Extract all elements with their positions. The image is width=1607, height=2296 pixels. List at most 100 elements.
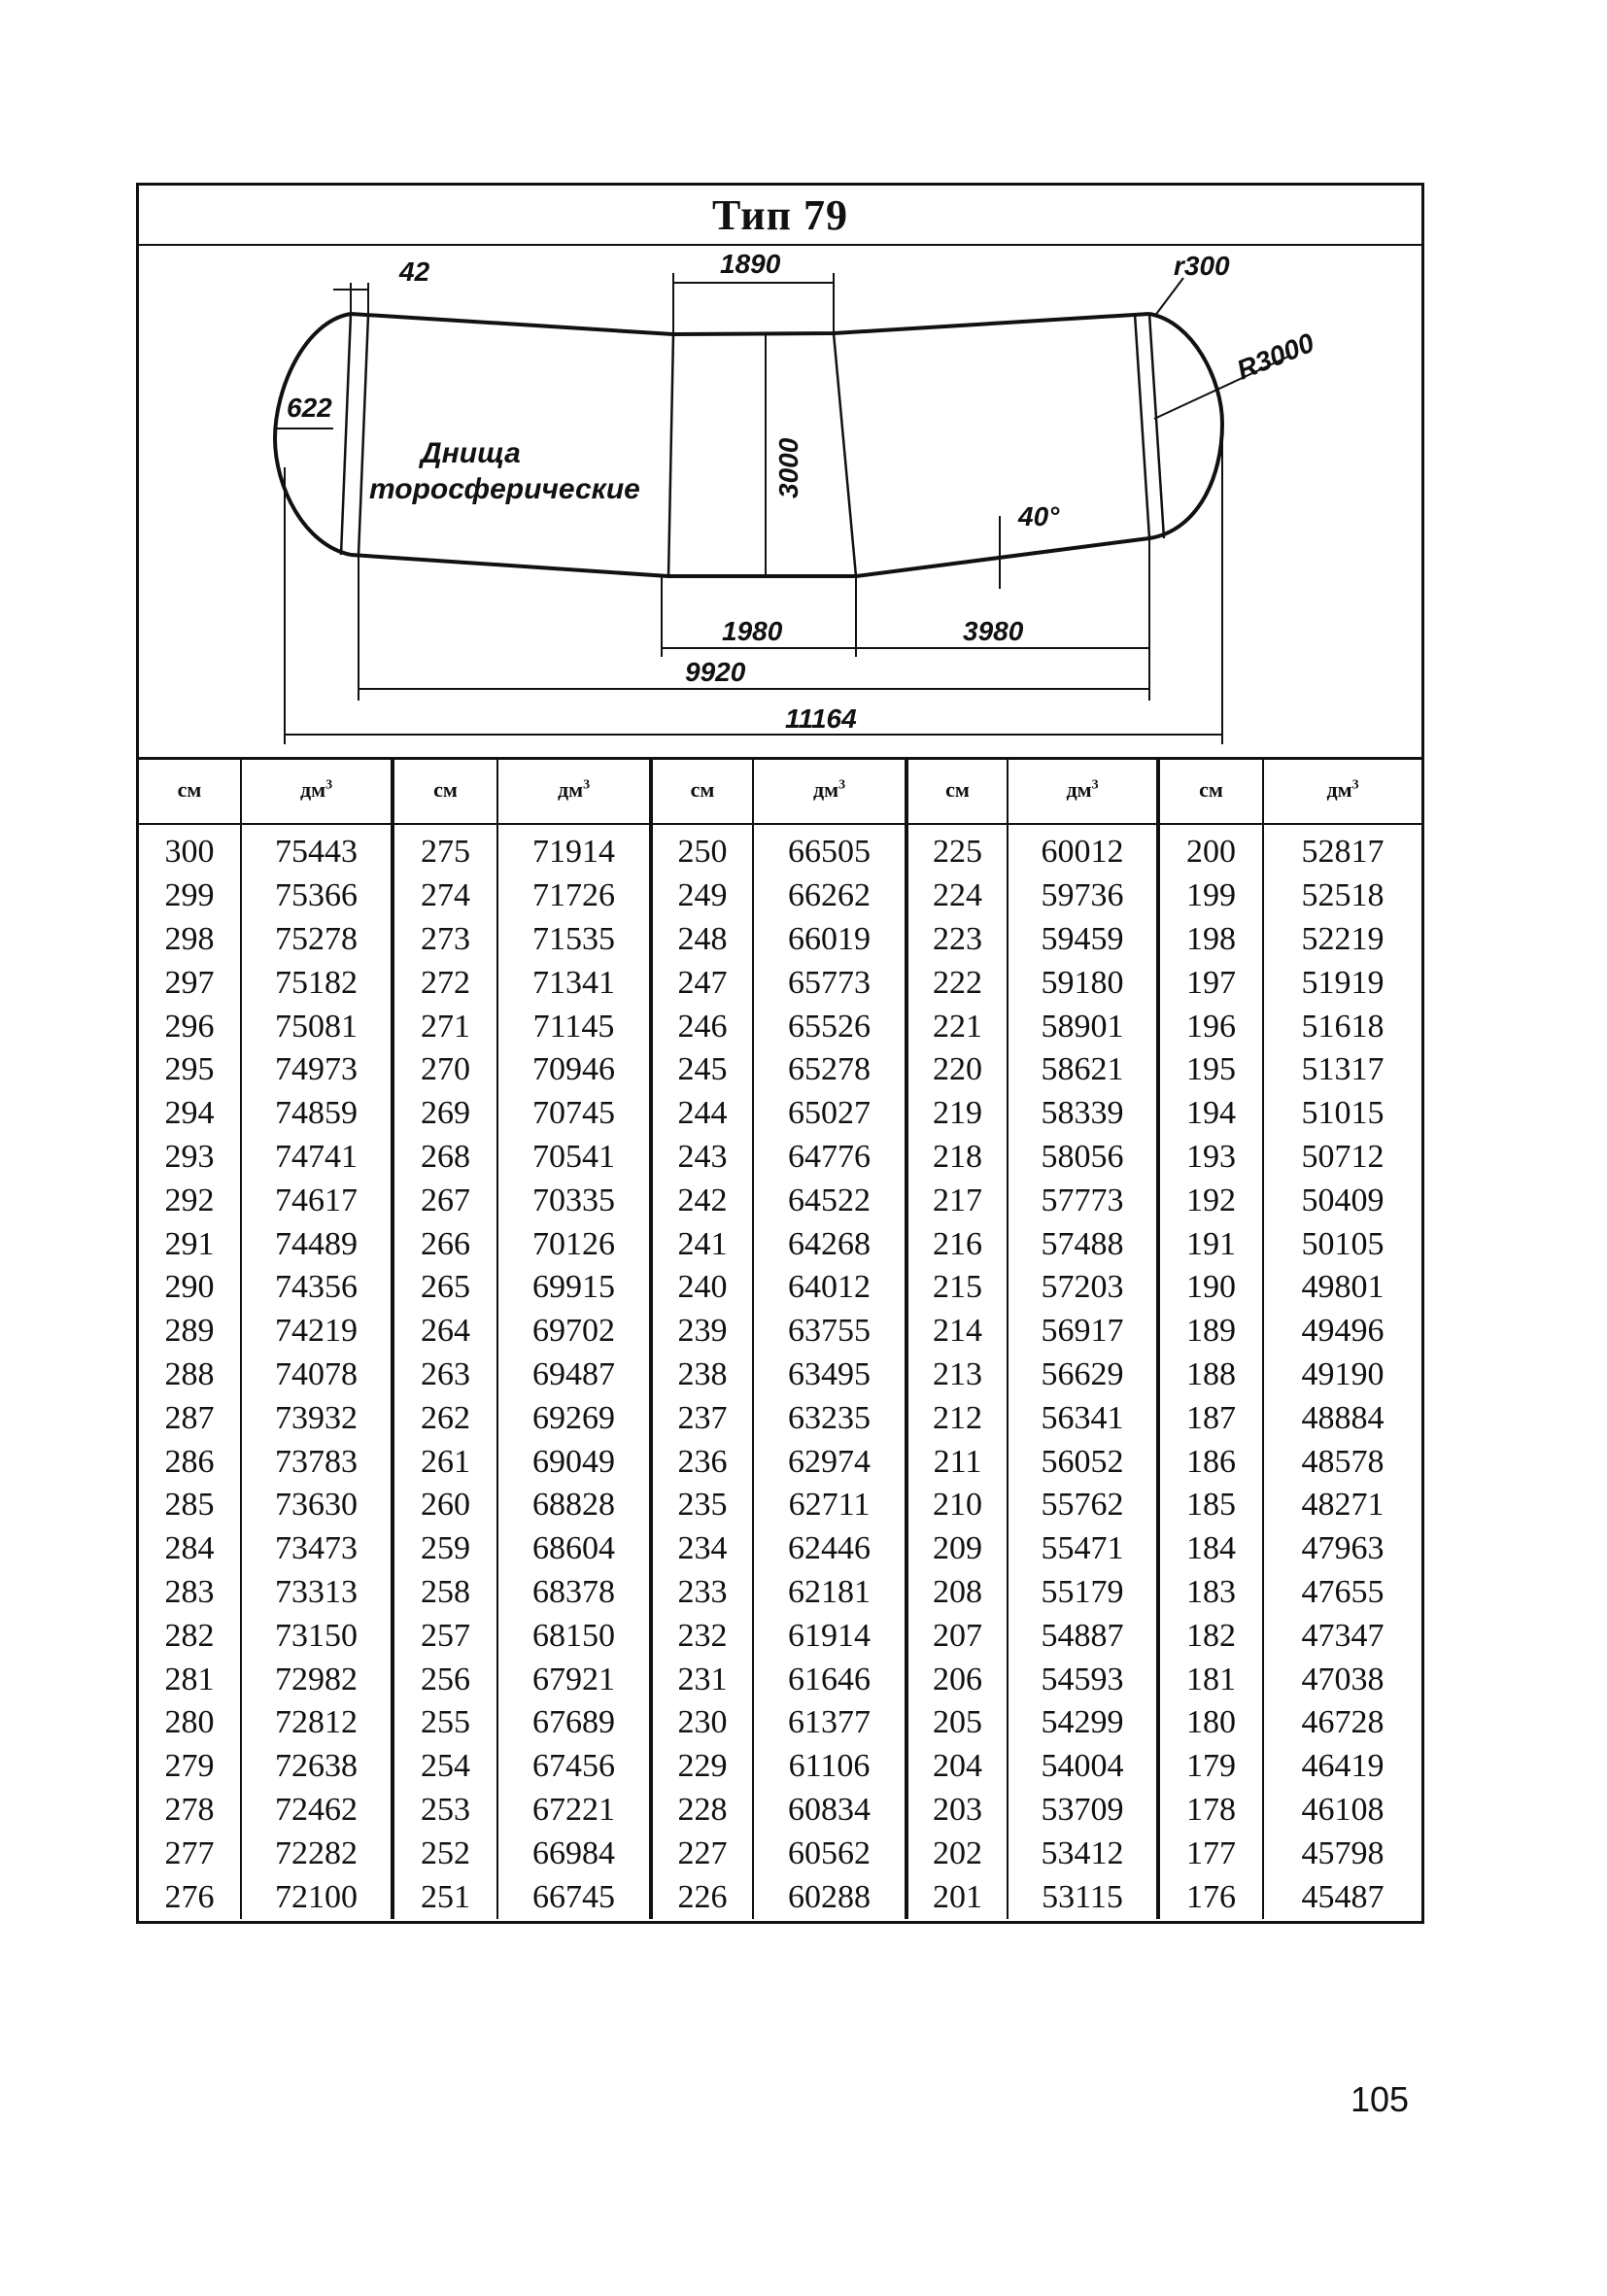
volume-cell: 49190 <box>1301 1355 1385 1392</box>
header-volume: дм3 <box>241 757 394 825</box>
level-cell: 176 <box>1158 1875 1264 1919</box>
volume-cell: 74219 <box>241 1309 394 1354</box>
volume-cell: 69702 <box>497 1309 653 1354</box>
volume-cell: 65773 <box>753 961 908 1006</box>
level-cell: 294 <box>139 1091 242 1136</box>
level-cell: 221 <box>906 1005 1009 1048</box>
header-level: см <box>393 757 498 825</box>
volume-cell: 64522 <box>753 1179 908 1223</box>
level-cell: 256 <box>393 1658 498 1701</box>
volume-cell: 66019 <box>753 917 908 962</box>
level-cell: 241 <box>651 1222 754 1266</box>
volume-cell: 72100 <box>241 1875 394 1919</box>
level-cell: 236 <box>651 1440 754 1484</box>
level-cell: 188 <box>1158 1353 1264 1397</box>
volume-cell: 65278 <box>753 1047 908 1092</box>
volume-cell: 46108 <box>1301 1791 1385 1828</box>
level-cell: 264 <box>393 1309 498 1354</box>
level-cell: 191 <box>1158 1222 1264 1266</box>
level-cell: 222 <box>906 961 1009 1006</box>
tank-drawing: 42 1890 r300 R3000 622 3000 40° 1980 398… <box>139 244 1421 760</box>
volume-cell: 66745 <box>497 1875 653 1919</box>
header-unit: см <box>1199 777 1223 802</box>
level-cell: 208 <box>906 1570 1009 1615</box>
volume-cell: 54004 <box>1008 1744 1160 1789</box>
volume-cell: 74078 <box>241 1353 394 1397</box>
level-cell: 233 <box>651 1570 754 1615</box>
level-cell: 257 <box>393 1614 498 1659</box>
volume-cell: 48884 <box>1301 1399 1385 1436</box>
level-cell: 209 <box>906 1526 1009 1571</box>
volume-cell: 53115 <box>1008 1875 1160 1919</box>
level-cell: 286 <box>139 1440 242 1484</box>
dim-40deg: 40° <box>1017 501 1060 531</box>
header-unit: см <box>690 777 715 802</box>
level-cell: 260 <box>393 1483 498 1527</box>
level-cell: 245 <box>651 1047 754 1092</box>
level-cell: 203 <box>906 1788 1009 1833</box>
volume-cell: 48578 <box>1301 1443 1385 1480</box>
level-cell: 274 <box>393 874 498 918</box>
volume-cell: 54593 <box>1008 1658 1160 1701</box>
level-cell: 227 <box>651 1832 754 1876</box>
level-cell: 235 <box>651 1483 754 1527</box>
volume-cell: 68604 <box>497 1526 653 1571</box>
volume-cell: 71726 <box>497 874 653 918</box>
volume-cell: 72462 <box>241 1788 394 1833</box>
volume-cell: 57488 <box>1008 1222 1160 1266</box>
level-cell: 206 <box>906 1658 1009 1701</box>
header-level: см <box>1158 757 1264 825</box>
volume-cell: 63755 <box>753 1309 908 1354</box>
dim-r300: r300 <box>1174 251 1230 281</box>
dim-1980: 1980 <box>722 616 783 646</box>
header-volume: дм3 <box>1263 757 1421 825</box>
header-unit: см <box>177 777 202 802</box>
level-cell: 258 <box>393 1570 498 1615</box>
level-cell: 240 <box>651 1265 754 1310</box>
level-cell: 297 <box>139 961 242 1006</box>
level-cell: 255 <box>393 1700 498 1745</box>
level-cell: 234 <box>651 1526 754 1571</box>
volume-cell: 58056 <box>1008 1135 1160 1180</box>
volume-cell: 52817 <box>1301 834 1385 871</box>
header-unit: см <box>433 777 458 802</box>
header-volume: дм3 <box>497 757 653 825</box>
volume-cell: 69915 <box>497 1265 653 1310</box>
volume-cell: 74973 <box>241 1047 394 1092</box>
volume-cell: 71145 <box>497 1005 653 1048</box>
volume-cell: 53709 <box>1008 1788 1160 1833</box>
level-cell: 179 <box>1158 1744 1264 1789</box>
title-row: Тип 79 <box>139 186 1421 246</box>
level-cell: 232 <box>651 1614 754 1659</box>
level-cell: 186 <box>1158 1440 1264 1484</box>
volume-cell: 49801 <box>1301 1269 1385 1306</box>
volume-cell: 50712 <box>1301 1138 1385 1175</box>
volume-cell: 68828 <box>497 1483 653 1527</box>
level-cell: 184 <box>1158 1526 1264 1571</box>
level-cell: 288 <box>139 1353 242 1397</box>
volume-cell: 61646 <box>753 1658 908 1701</box>
volume-cell: 74617 <box>241 1179 394 1223</box>
volume-cell: 60834 <box>753 1788 908 1833</box>
level-cell: 223 <box>906 917 1009 962</box>
level-cell: 194 <box>1158 1091 1264 1136</box>
level-cell: 261 <box>393 1440 498 1484</box>
tank-diagram-svg: 42 1890 r300 R3000 622 3000 40° 1980 398… <box>273 249 1318 744</box>
volume-cell: 60288 <box>753 1875 908 1919</box>
level-cell: 182 <box>1158 1614 1264 1659</box>
level-cell: 278 <box>139 1788 242 1833</box>
dimension-lines <box>275 273 1291 744</box>
header-volume: дм3 <box>1008 757 1160 825</box>
volume-cell: 73150 <box>241 1614 394 1659</box>
level-cell: 269 <box>393 1091 498 1136</box>
volume-cell: 72282 <box>241 1832 394 1876</box>
header-unit: дм <box>1326 777 1352 802</box>
